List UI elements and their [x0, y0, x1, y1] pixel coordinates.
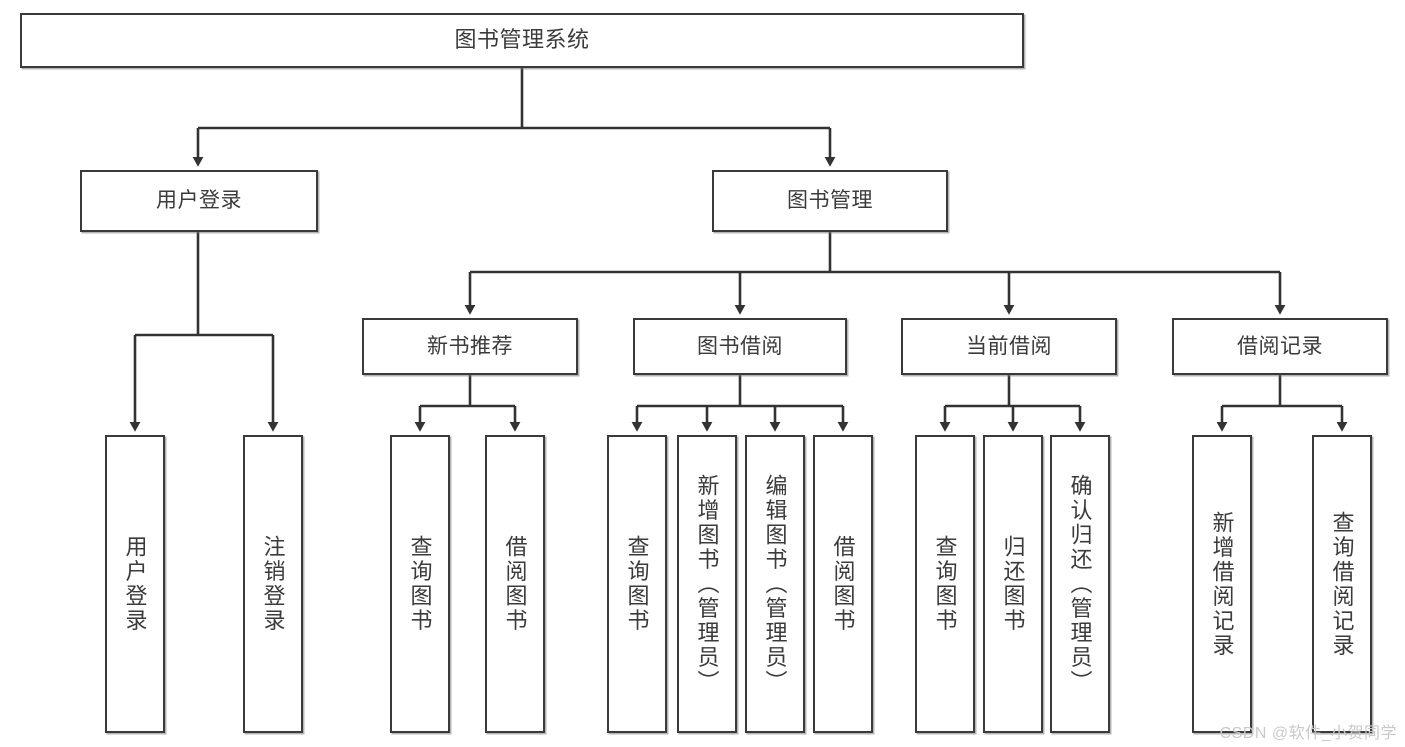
node-label: 确认归还（管理员）	[1067, 473, 1093, 695]
node-user-login[interactable]: 用户登录	[80, 170, 318, 232]
node-leaf-borrow-book[interactable]: 借阅图书	[813, 435, 873, 733]
node-label: 编辑图书（管理员）	[762, 473, 788, 695]
node-leaf-query-book-current[interactable]: 查询图书	[915, 435, 975, 733]
node-leaf-return-book[interactable]: 归还图书	[983, 435, 1043, 733]
node-label: 当前借阅	[966, 334, 1052, 358]
node-book-borrow[interactable]: 图书借阅	[633, 318, 847, 375]
node-label: 新书推荐	[427, 334, 513, 358]
node-current-borrow[interactable]: 当前借阅	[901, 318, 1117, 375]
node-label: 注销登录	[260, 535, 286, 633]
node-label: 新增图书（管理员）	[694, 473, 720, 695]
node-label: 查询图书	[624, 535, 650, 633]
node-label: 新增借阅记录	[1209, 510, 1235, 658]
node-leaf-add-record[interactable]: 新增借阅记录	[1192, 435, 1252, 733]
node-label: 归还图书	[1000, 535, 1026, 633]
node-label: 查询图书	[407, 535, 433, 633]
node-label: 查询借阅记录	[1329, 510, 1355, 658]
node-leaf-add-book[interactable]: 新增图书（管理员）	[677, 435, 737, 733]
node-label: 用户登录	[156, 189, 242, 213]
node-root-system[interactable]: 图书管理系统	[20, 13, 1024, 68]
node-leaf-confirm-return[interactable]: 确认归还（管理员）	[1050, 435, 1110, 733]
node-label: 用户登录	[122, 535, 148, 633]
node-book-manage[interactable]: 图书管理	[712, 170, 948, 232]
node-leaf-borrow-book-recommend[interactable]: 借阅图书	[485, 435, 545, 733]
node-leaf-query-book-recommend[interactable]: 查询图书	[390, 435, 450, 733]
node-label: 查询图书	[932, 535, 958, 633]
node-leaf-edit-book[interactable]: 编辑图书（管理员）	[745, 435, 805, 733]
node-label: 图书管理	[787, 189, 873, 213]
node-label: 图书管理系统	[454, 27, 590, 53]
node-new-book-recommend[interactable]: 新书推荐	[362, 318, 578, 375]
node-label: 图书借阅	[697, 334, 783, 358]
node-label: 借阅记录	[1237, 334, 1323, 358]
node-borrow-record[interactable]: 借阅记录	[1172, 318, 1388, 375]
node-leaf-query-record[interactable]: 查询借阅记录	[1312, 435, 1372, 733]
node-label: 借阅图书	[830, 535, 856, 633]
node-leaf-query-book-borrow[interactable]: 查询图书	[607, 435, 667, 733]
node-label: 借阅图书	[502, 535, 528, 633]
node-leaf-user-login[interactable]: 用户登录	[105, 435, 165, 733]
node-leaf-logout[interactable]: 注销登录	[243, 435, 303, 733]
